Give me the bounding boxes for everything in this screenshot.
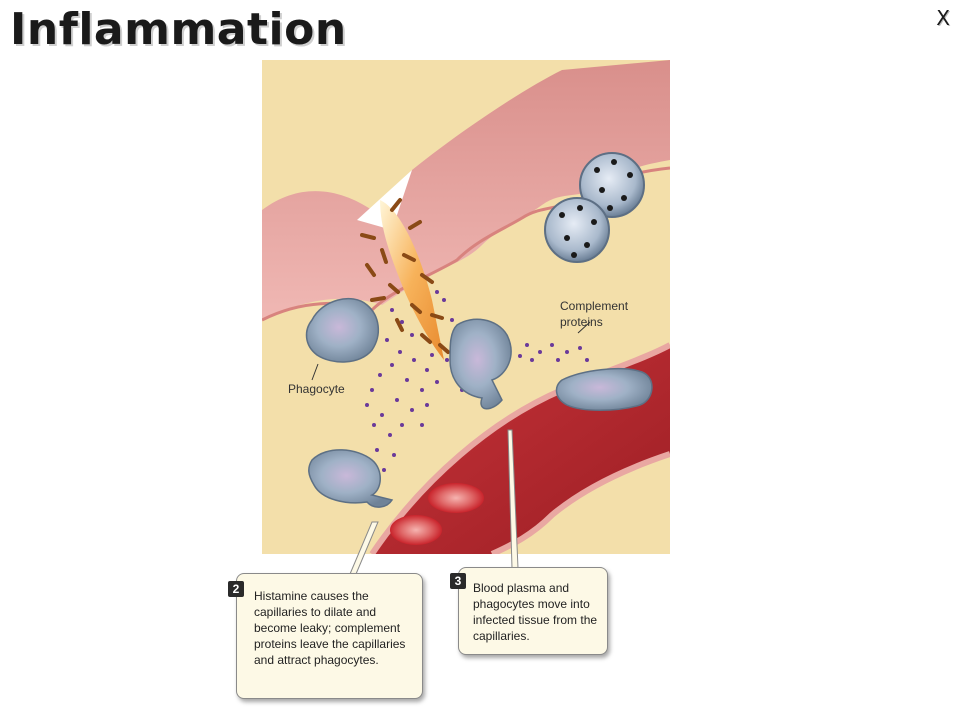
skin-layer <box>262 60 670 320</box>
step-2-text: Histamine causes the capillaries to dila… <box>254 589 406 667</box>
red-blood-cell <box>428 483 484 513</box>
phagocyte <box>308 449 394 508</box>
phagocyte <box>305 297 379 363</box>
bacterium-spots <box>559 159 633 258</box>
phagocyte <box>555 368 653 411</box>
close-button[interactable]: X <box>936 6 950 30</box>
splinter <box>380 200 444 360</box>
step-3-text: Blood plasma and phagocytes move into in… <box>473 581 598 643</box>
wound-gap <box>357 170 412 230</box>
step-3-badge: 3 <box>450 573 466 589</box>
step-2-badge: 2 <box>228 581 244 597</box>
complement-protein-dots <box>365 290 589 472</box>
bacterium <box>544 197 610 263</box>
page-title: Inflammation <box>10 4 347 55</box>
phagocyte <box>449 318 512 410</box>
bacteria <box>360 198 450 354</box>
label-phagocyte: Phagocyte <box>288 382 345 396</box>
inflammation-illustration <box>262 60 670 554</box>
capillary-wall <box>369 342 670 554</box>
label-complement-proteins: Complement proteins <box>560 299 629 329</box>
step-3-callout <box>458 567 608 655</box>
red-blood-cell <box>390 515 442 545</box>
step-2-callout <box>236 573 423 699</box>
